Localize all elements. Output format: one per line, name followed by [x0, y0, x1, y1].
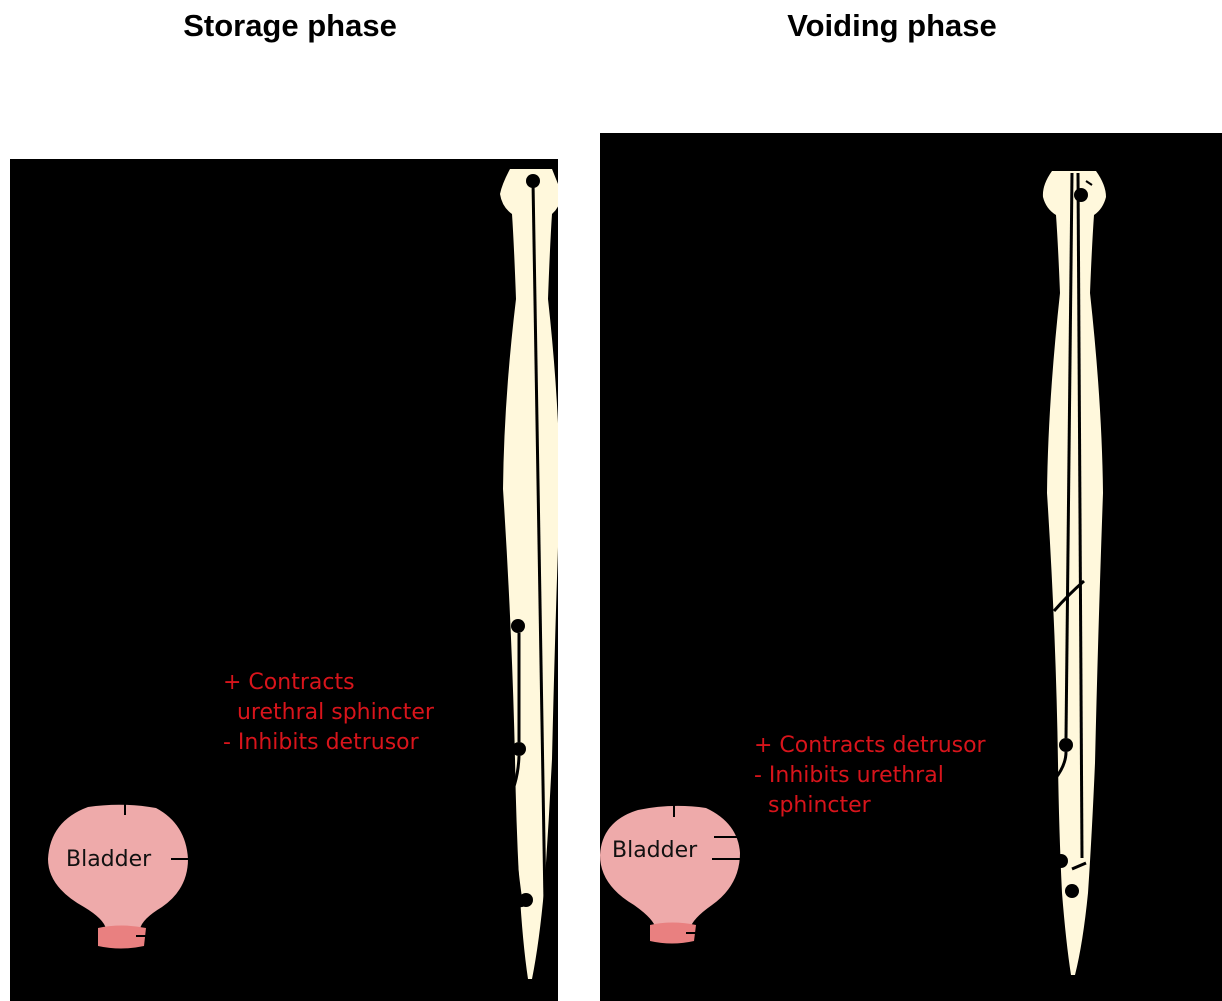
- storage-effect-line: + Contracts: [223, 668, 434, 698]
- storage-effect-text: + Contracts urethral sphincter- Inhibits…: [223, 668, 434, 758]
- thoracic-neuron-dot: [1059, 738, 1073, 752]
- storage-effect-line: - Inhibits detrusor: [223, 728, 434, 758]
- thoracic-neuron-dot-upper: [511, 619, 525, 633]
- voiding-phase-panel: Bladder + Contracts detrusor- Inhibits u…: [600, 133, 1222, 1001]
- voiding-effect-line: sphincter: [754, 791, 986, 821]
- bladder-shape: [600, 806, 740, 929]
- storage-phase-panel: Bladder + Contracts urethral sphincter- …: [10, 159, 558, 1001]
- brainstem-neuron-dot: [1074, 188, 1088, 202]
- voiding-effect-line: + Contracts detrusor: [754, 731, 986, 761]
- voiding-effect-line: - Inhibits urethral: [754, 761, 986, 791]
- voiding-phase-heading: Voiding phase: [787, 8, 997, 44]
- voiding-effect-text: + Contracts detrusor- Inhibits urethral …: [754, 731, 986, 821]
- thoracic-neuron-dot-lower: [512, 742, 526, 756]
- storage-phase-heading: Storage phase: [183, 8, 397, 44]
- spinal-cord: [1043, 171, 1106, 975]
- voiding-phase-diagram: [600, 133, 1222, 1001]
- brainstem-neuron-dot: [526, 174, 540, 188]
- spinal-cord: [500, 169, 558, 979]
- bladder-label: Bladder: [612, 838, 697, 863]
- sacral-neuron-dot-upper: [1054, 854, 1068, 868]
- sacral-neuron-dot-lower: [1065, 884, 1079, 898]
- bladder-label: Bladder: [66, 847, 151, 872]
- storage-effect-line: urethral sphincter: [223, 698, 434, 728]
- storage-phase-diagram: [10, 159, 558, 1001]
